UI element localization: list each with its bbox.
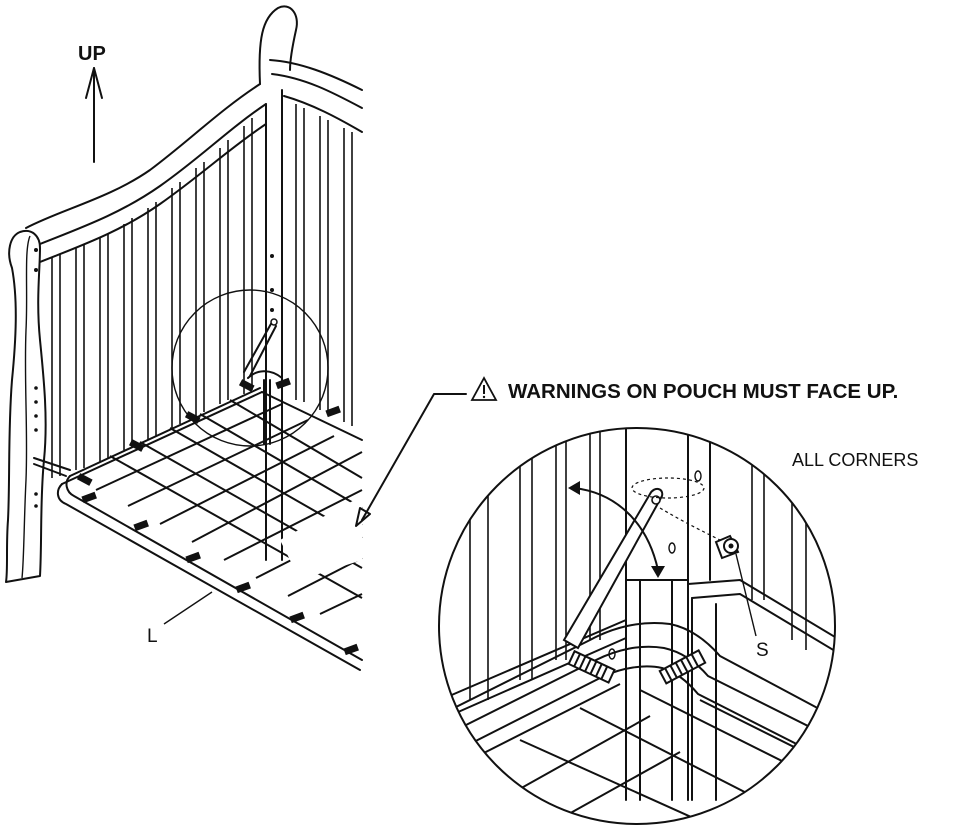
up-arrow-icon bbox=[85, 67, 103, 163]
detail-slats bbox=[469, 428, 807, 700]
detail-springs bbox=[567, 649, 707, 685]
crib-headboard bbox=[5, 5, 363, 583]
screw-s bbox=[714, 534, 740, 560]
spring-frame-grid bbox=[95, 399, 363, 615]
warning-triangle-icon bbox=[470, 376, 498, 401]
all-corners-label: ALL CORNERS bbox=[792, 450, 918, 470]
corner-detail-view bbox=[439, 428, 835, 824]
spring-clips bbox=[76, 377, 359, 656]
detail-circle-outline bbox=[438, 427, 836, 825]
leader-line-s bbox=[735, 553, 757, 637]
warning-text: WARNINGS ON POUCH MUST FACE UP. bbox=[508, 380, 898, 403]
part-label-s: S bbox=[756, 640, 769, 661]
pointer-arrow-icon bbox=[355, 393, 467, 527]
detail-callout-circle bbox=[171, 289, 329, 447]
rotate-arrow-icon bbox=[568, 481, 665, 578]
up-label: UP bbox=[78, 43, 106, 65]
spring-frame bbox=[33, 318, 363, 671]
part-label-l: L bbox=[147, 626, 158, 647]
leader-line-l bbox=[163, 591, 213, 625]
